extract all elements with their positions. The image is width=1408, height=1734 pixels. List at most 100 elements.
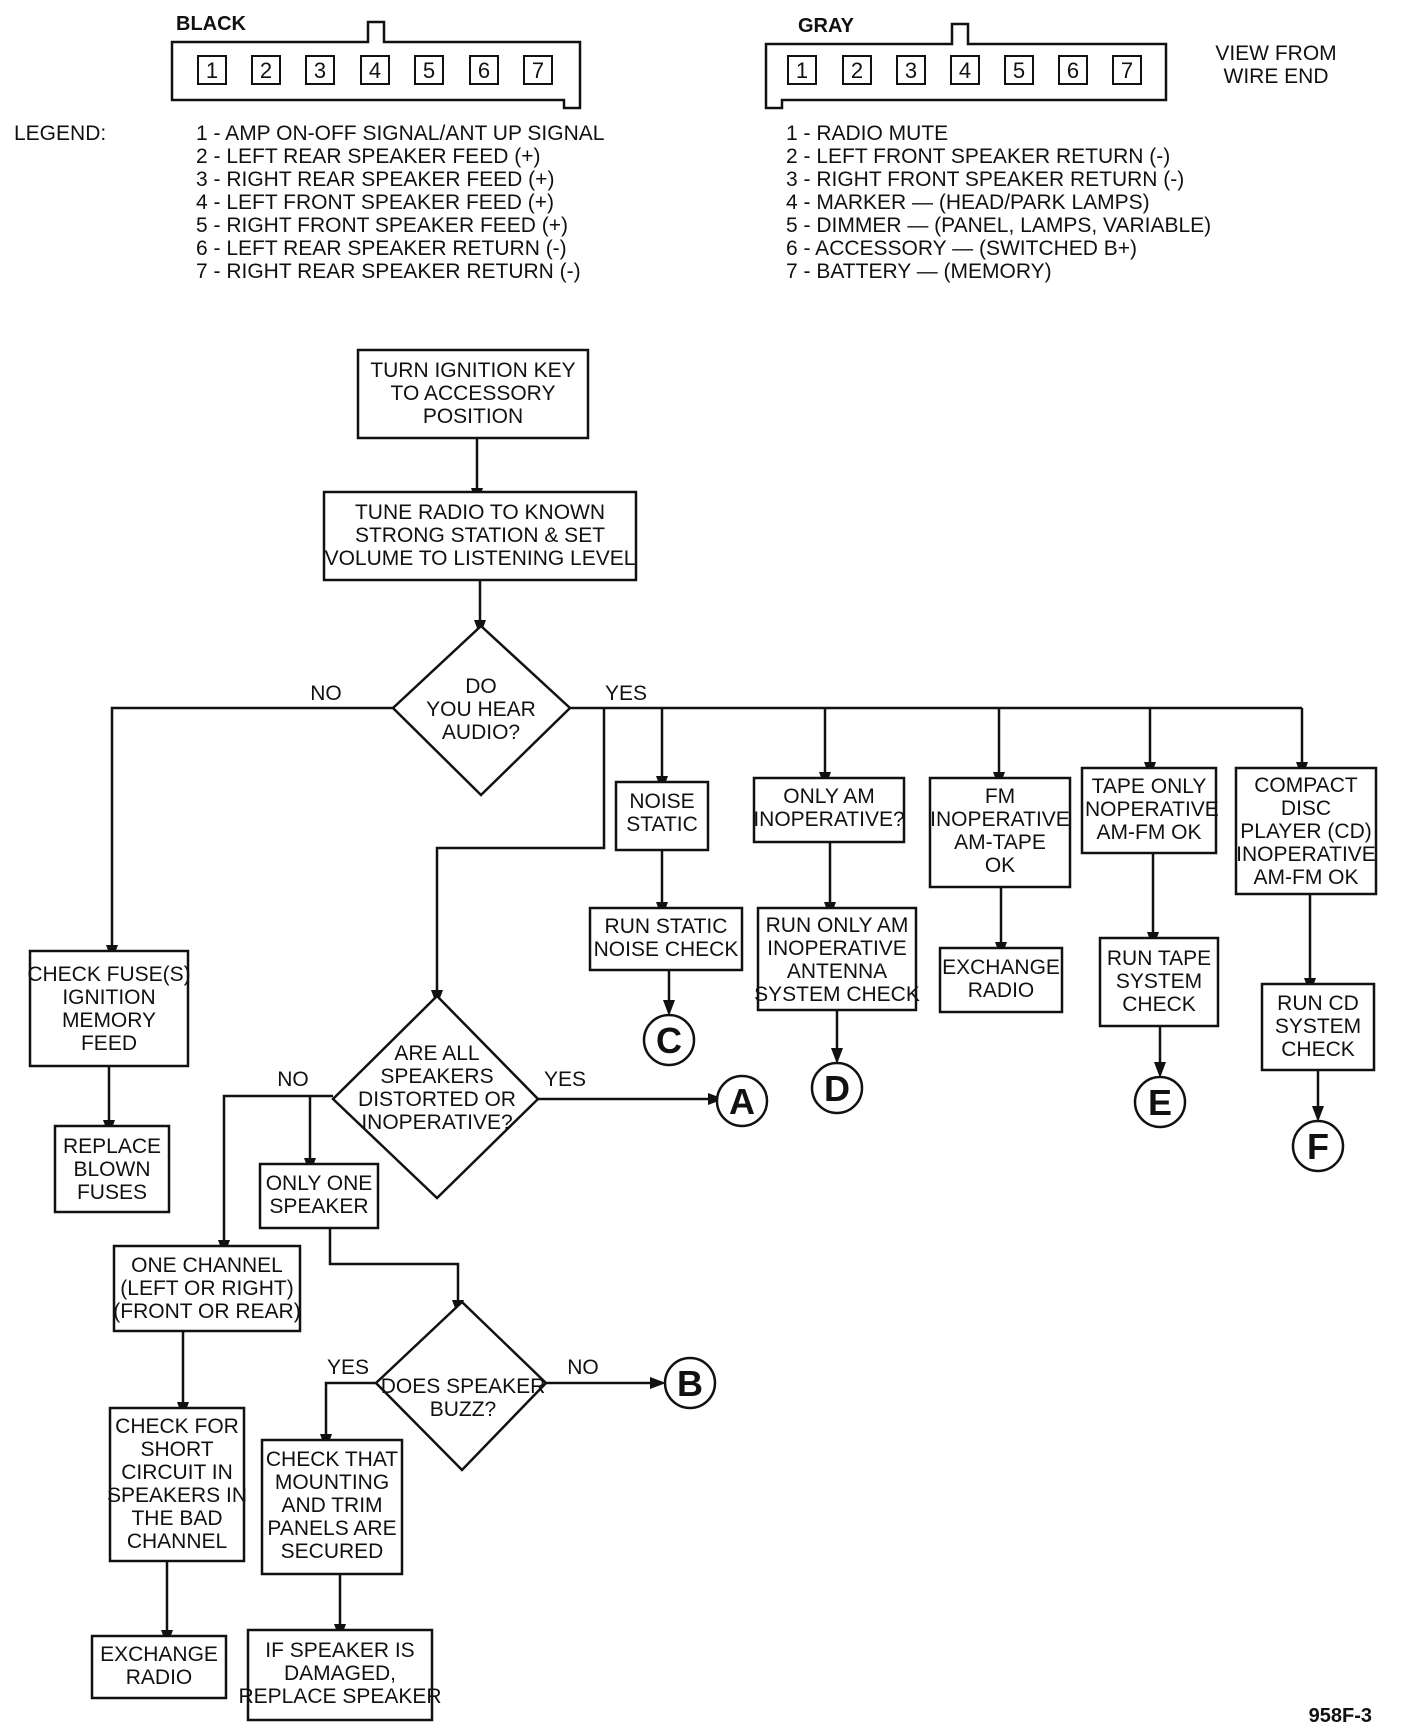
box-run-am: RUN ONLY AM INOPERATIVE ANTENNA SYSTEM C… <box>754 906 920 1012</box>
legend-entry: 2 - LEFT REAR SPEAKER FEED (+) <box>196 145 540 168</box>
box-text-line: STATIC <box>626 813 698 836</box>
box-text-line: (LEFT OR RIGHT) <box>120 1277 293 1300</box>
connector-c-label: C <box>656 1020 682 1061</box>
box-text-line: SYSTEM <box>1116 970 1202 993</box>
box-fm-inop-frame <box>928 776 1072 889</box>
box-check-mount: CHECK THAT MOUNTING AND TRIM PANELS ARE … <box>260 1438 404 1576</box>
box-start-frame <box>356 348 590 440</box>
box-text-line: SECURED <box>281 1540 384 1563</box>
box-text-line: FM <box>985 785 1015 808</box>
box-noise-frame <box>614 780 710 852</box>
box-replace-speaker-frame <box>246 1628 434 1722</box>
box-text-line: THE BAD <box>131 1507 222 1530</box>
box-text-line: DISC <box>1281 797 1331 820</box>
box-text-line: AM-FM OK <box>1254 866 1359 889</box>
box-text-line: COMPACT <box>1254 774 1358 797</box>
decision-text-line: BUZZ? <box>430 1398 497 1421</box>
box-text-line: TAPE ONLY <box>1092 775 1207 798</box>
connector-c-circle <box>642 1013 696 1067</box>
black-connector-title: BLACK <box>176 13 247 35</box>
box-text-line: REPLACE <box>63 1135 161 1158</box>
black-pin-box <box>414 55 444 85</box>
gray-pin-box <box>1004 55 1034 85</box>
legend-entry: 2 - LEFT FRONT SPEAKER RETURN (-) <box>786 145 1170 168</box>
decision-text-line: AUDIO? <box>442 721 520 744</box>
gray-legend: 1 - RADIO MUTE 2 - LEFT FRONT SPEAKER RE… <box>786 122 1211 283</box>
decision-all-speakers: ARE ALL SPEAKERS DISTORTED OR INOPERATIV… <box>331 994 540 1200</box>
black-connector: BLACK 1 2 3 4 5 6 7 <box>170 13 582 110</box>
box-text-line: CIRCUIT IN <box>121 1461 233 1484</box>
box-text-line: ONE CHANNEL <box>131 1254 283 1277</box>
connector-f: F <box>1291 1119 1345 1173</box>
legend-entry: 7 - BATTERY — (MEMORY) <box>786 260 1052 283</box>
box-exchange-radio-1-frame <box>938 946 1064 1014</box>
box-only-one-speaker-frame <box>258 1162 380 1230</box>
gray-pin-label: 3 <box>905 58 917 83</box>
box-text-line: EXCHANGE <box>942 956 1060 979</box>
box-run-static-frame <box>588 906 744 972</box>
connector-e-circle <box>1133 1075 1187 1129</box>
decision-hear-audio: DO YOU HEAR AUDIO? <box>391 624 572 797</box>
decision-text-line: ARE ALL <box>394 1042 479 1065</box>
box-text-line: IGNITION <box>62 986 155 1009</box>
gray-pin-box <box>842 55 872 85</box>
flow-lines <box>107 438 1320 1630</box>
box-text-line: RUN STATIC <box>605 915 728 938</box>
box-cd: COMPACT DISC PLAYER (CD) INOPERATIVE AM-… <box>1234 766 1378 896</box>
decision-text-line: YOU HEAR <box>426 698 536 721</box>
box-text-line: CHANNEL <box>127 1530 227 1553</box>
box-text-line: OK <box>985 854 1015 877</box>
legend-entry: 7 - RIGHT REAR SPEAKER RETURN (-) <box>196 260 581 283</box>
box-exchange-radio-2: EXCHANGE RADIO <box>90 1634 228 1700</box>
connector-a-label: A <box>729 1081 755 1122</box>
box-only-am-frame <box>752 776 906 844</box>
black-connector-pins: 1 2 3 4 5 6 7 <box>197 55 553 85</box>
arrowhead <box>1312 1106 1324 1122</box>
gray-pin-label: 4 <box>959 58 971 83</box>
decision-all-speakers-shape <box>331 994 540 1200</box>
gray-connector: GRAY 1 2 3 4 5 6 7 <box>764 15 1168 110</box>
gray-connector-pins: 1 2 3 4 5 6 7 <box>787 55 1142 85</box>
box-text-line: SYSTEM <box>1275 1015 1361 1038</box>
gray-pin-label: 2 <box>851 58 863 83</box>
box-text-line: RADIO <box>126 1666 193 1689</box>
box-only-am: ONLY AM INOPERATIVE? <box>752 776 906 844</box>
buzz-yes-label: YES <box>327 1356 369 1379</box>
connector-e: E <box>1133 1075 1187 1129</box>
box-check-fuse-frame <box>28 949 190 1068</box>
box-text-line: MEMORY <box>62 1009 156 1032</box>
box-replace-fuses-frame <box>53 1124 171 1214</box>
box-text-line: CHECK FUSE(S) <box>27 963 190 986</box>
box-text-line: CHECK <box>1122 993 1196 1016</box>
box-text-line: ONLY ONE <box>266 1172 373 1195</box>
box-text-line: SYSTEM CHECK <box>754 983 920 1006</box>
box-one-channel-frame <box>112 1244 302 1333</box>
black-pin-box <box>305 55 335 85</box>
box-text-line: RUN CD <box>1277 992 1359 1015</box>
box-run-am-frame <box>756 906 918 1012</box>
flow-line <box>222 1094 333 1240</box>
gray-pin-label: 7 <box>1121 58 1133 83</box>
box-text-line: BLOWN <box>73 1158 150 1181</box>
speakers-yes-label: YES <box>544 1068 586 1091</box>
box-run-cd: RUN CD SYSTEM CHECK <box>1260 982 1376 1072</box>
box-text-line: EXCHANGE <box>100 1643 218 1666</box>
box-text-line: SHORT <box>140 1438 213 1461</box>
box-text-line: PLAYER (CD) <box>1240 820 1371 843</box>
audio-yes-label: YES <box>605 682 647 705</box>
box-run-static: RUN STATIC NOISE CHECK <box>588 906 744 972</box>
box-text-line: CHECK FOR <box>115 1415 239 1438</box>
connector-b-circle <box>663 1356 717 1410</box>
box-run-cd-frame <box>1260 982 1376 1072</box>
black-pin-label: 4 <box>369 58 381 83</box>
box-text-line: IF SPEAKER IS <box>265 1639 414 1662</box>
box-text-line: CHECK <box>1281 1038 1355 1061</box>
box-text-line: (FRONT OR REAR) <box>113 1300 300 1323</box>
flow-line <box>328 1228 460 1300</box>
gray-pin-box <box>950 55 980 85</box>
box-text-line: AND TRIM <box>281 1494 382 1517</box>
black-pin-box <box>469 55 499 85</box>
arrowhead <box>831 1048 843 1064</box>
connector-b-label: B <box>677 1363 703 1404</box>
legend-entry: 1 - AMP ON-OFF SIGNAL/ANT UP SIGNAL <box>196 122 604 145</box>
